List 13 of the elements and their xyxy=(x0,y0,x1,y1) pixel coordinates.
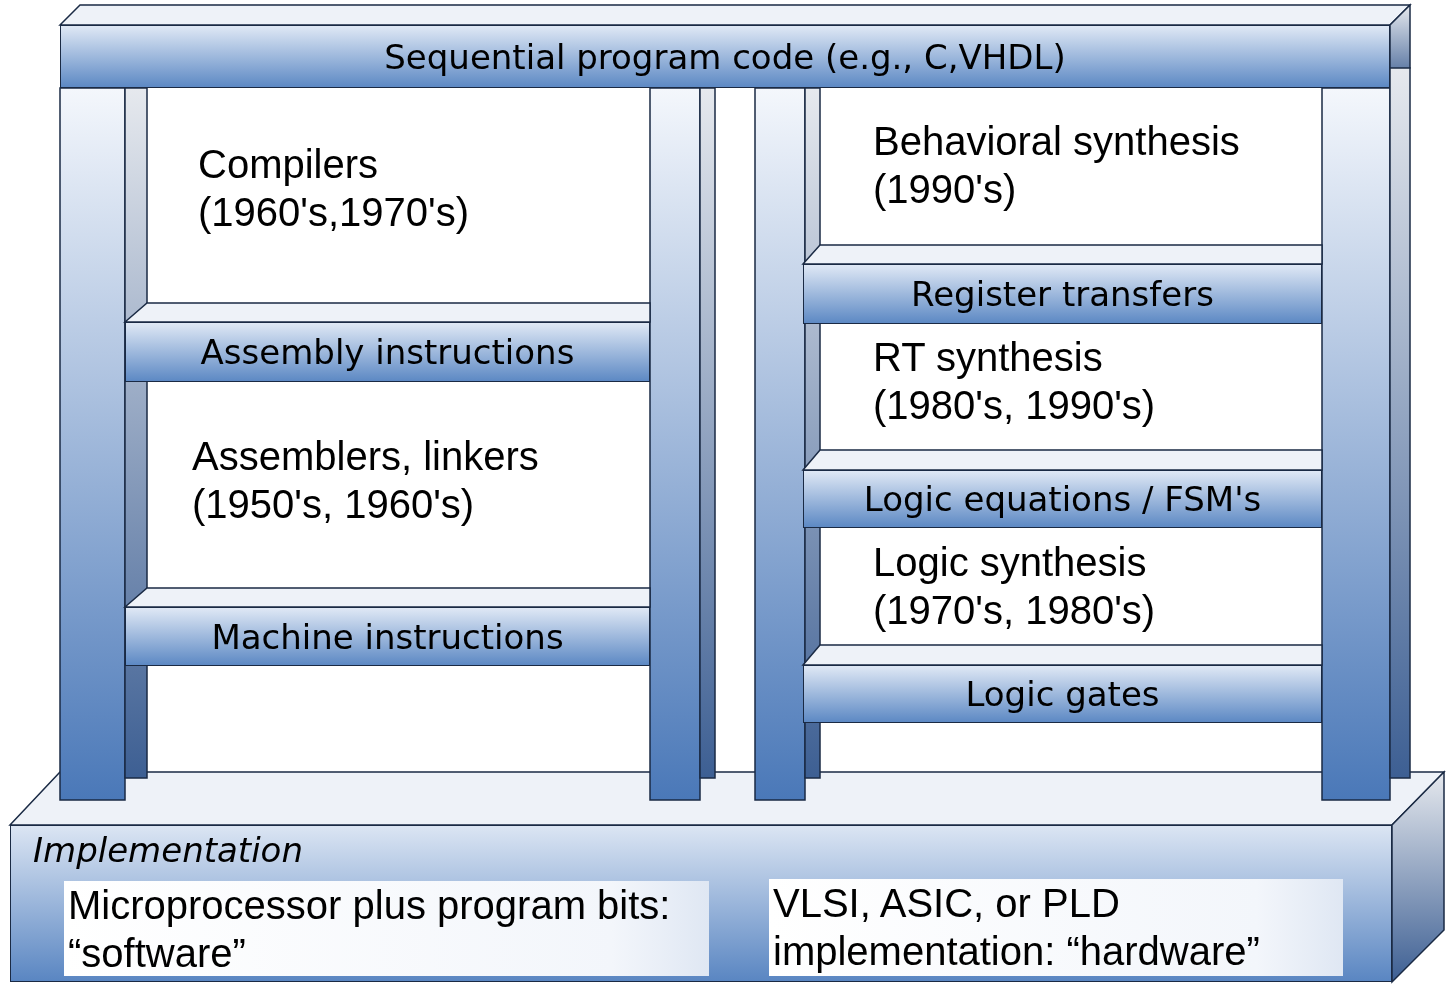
abstraction-rung: Logic equations / FSM's xyxy=(803,470,1322,528)
abstraction-rung: Assembly instructions xyxy=(125,322,650,382)
synthesis-step-label: Compilers (1960's,1970's) xyxy=(198,141,470,236)
synthesis-step-label: Assemblers, linkers (1950's, 1960's) xyxy=(192,433,540,528)
synthesis-step-label: Behavioral synthesis (1990's) xyxy=(873,118,1241,213)
implementation-panel: VLSI, ASIC, or PLD implementation: “hardware” xyxy=(769,879,1343,976)
implementation-panel: Microprocessor plus program bits: “software” xyxy=(64,881,709,976)
abstraction-rung: Register transfers xyxy=(803,264,1322,324)
synthesis-step-label: RT synthesis (1980's, 1990's) xyxy=(873,334,1157,429)
abstraction-rung: Machine instructions xyxy=(125,607,650,666)
base-title: Implementation xyxy=(33,830,303,870)
synthesis-step-label: Logic synthesis (1970's, 1980's) xyxy=(873,539,1157,634)
abstraction-rung: Logic gates xyxy=(803,665,1322,723)
